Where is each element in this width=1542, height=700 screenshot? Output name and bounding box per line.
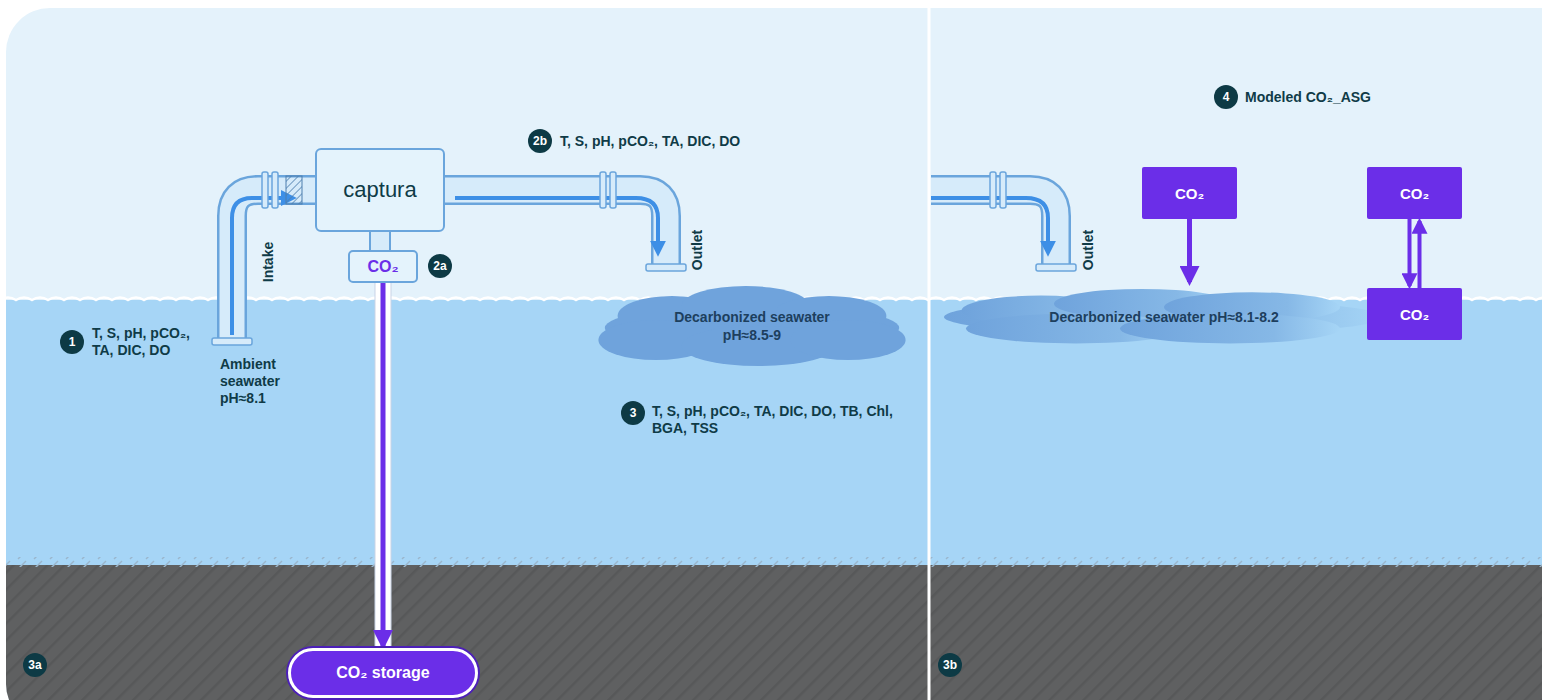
parameter-list: T, S, pH, pCO₂, TA, DIC, DO xyxy=(92,325,212,359)
co2-label: CO₂ xyxy=(1175,185,1204,202)
co2-label: CO₂ xyxy=(1400,306,1429,323)
scene xyxy=(6,8,1542,700)
parameter-list: T, S, pH, pCO₂, TA, DIC, DO, TB, Chl, BG… xyxy=(652,403,912,437)
brand-name: captura xyxy=(343,177,416,203)
seawater-plume: Decarbonized seawater pH≈8.1-8.2 xyxy=(944,284,1384,350)
sea xyxy=(6,300,1542,565)
panel-divider xyxy=(928,8,931,700)
pipe-label: Outlet xyxy=(689,230,706,270)
outlet-pipe xyxy=(931,172,1076,271)
outlet-pipe xyxy=(442,172,686,271)
flow-arrow xyxy=(1189,219,1190,282)
callout-number: 3 xyxy=(621,401,645,425)
plume-label: Decarbonized seawater pH≈8.5-9 xyxy=(667,308,837,344)
cloud-shape xyxy=(592,286,912,366)
callout-number: 3a xyxy=(23,653,47,677)
callout-number: 2b xyxy=(528,129,552,153)
flow-arrow xyxy=(375,283,391,648)
parameter-list: T, S, pH, pCO₂, TA, DIC, DO xyxy=(560,133,740,150)
pipe-connector xyxy=(380,231,381,251)
pipe-label: Outlet xyxy=(1080,230,1097,270)
callout-number: 1 xyxy=(60,330,84,354)
co2-storage: CO₂ storage xyxy=(288,648,478,698)
intake-pipe xyxy=(212,172,318,345)
co2-label: CO₂ xyxy=(1400,185,1429,202)
co2-capture-box: CO₂ xyxy=(348,250,418,283)
co2-box: CO₂ xyxy=(1142,167,1237,219)
co2-label: CO₂ storage xyxy=(336,664,429,682)
co2-box: CO₂ xyxy=(1367,167,1462,219)
model-label: Modeled CO₂_ASG xyxy=(1245,89,1371,106)
equilibrium-arrow xyxy=(1410,219,1420,288)
co2-label: CO₂ xyxy=(367,258,398,276)
seawater-plume: Decarbonized seawater pH≈8.5-9 xyxy=(592,286,912,366)
plume-label: Decarbonized seawater pH≈8.1-8.2 xyxy=(1049,309,1278,325)
co2-box: CO₂ xyxy=(1367,288,1462,340)
seafloor xyxy=(6,565,1542,700)
pipe-label: Intake xyxy=(260,242,277,282)
callout-number: 2a xyxy=(428,254,452,278)
captura-unit: captura xyxy=(315,148,445,232)
callout-number: 4 xyxy=(1214,85,1238,109)
water-label: Ambient seawater pH≈8.1 xyxy=(220,356,300,407)
seafloor-edge xyxy=(6,557,1542,567)
callout-number: 3b xyxy=(938,653,962,677)
